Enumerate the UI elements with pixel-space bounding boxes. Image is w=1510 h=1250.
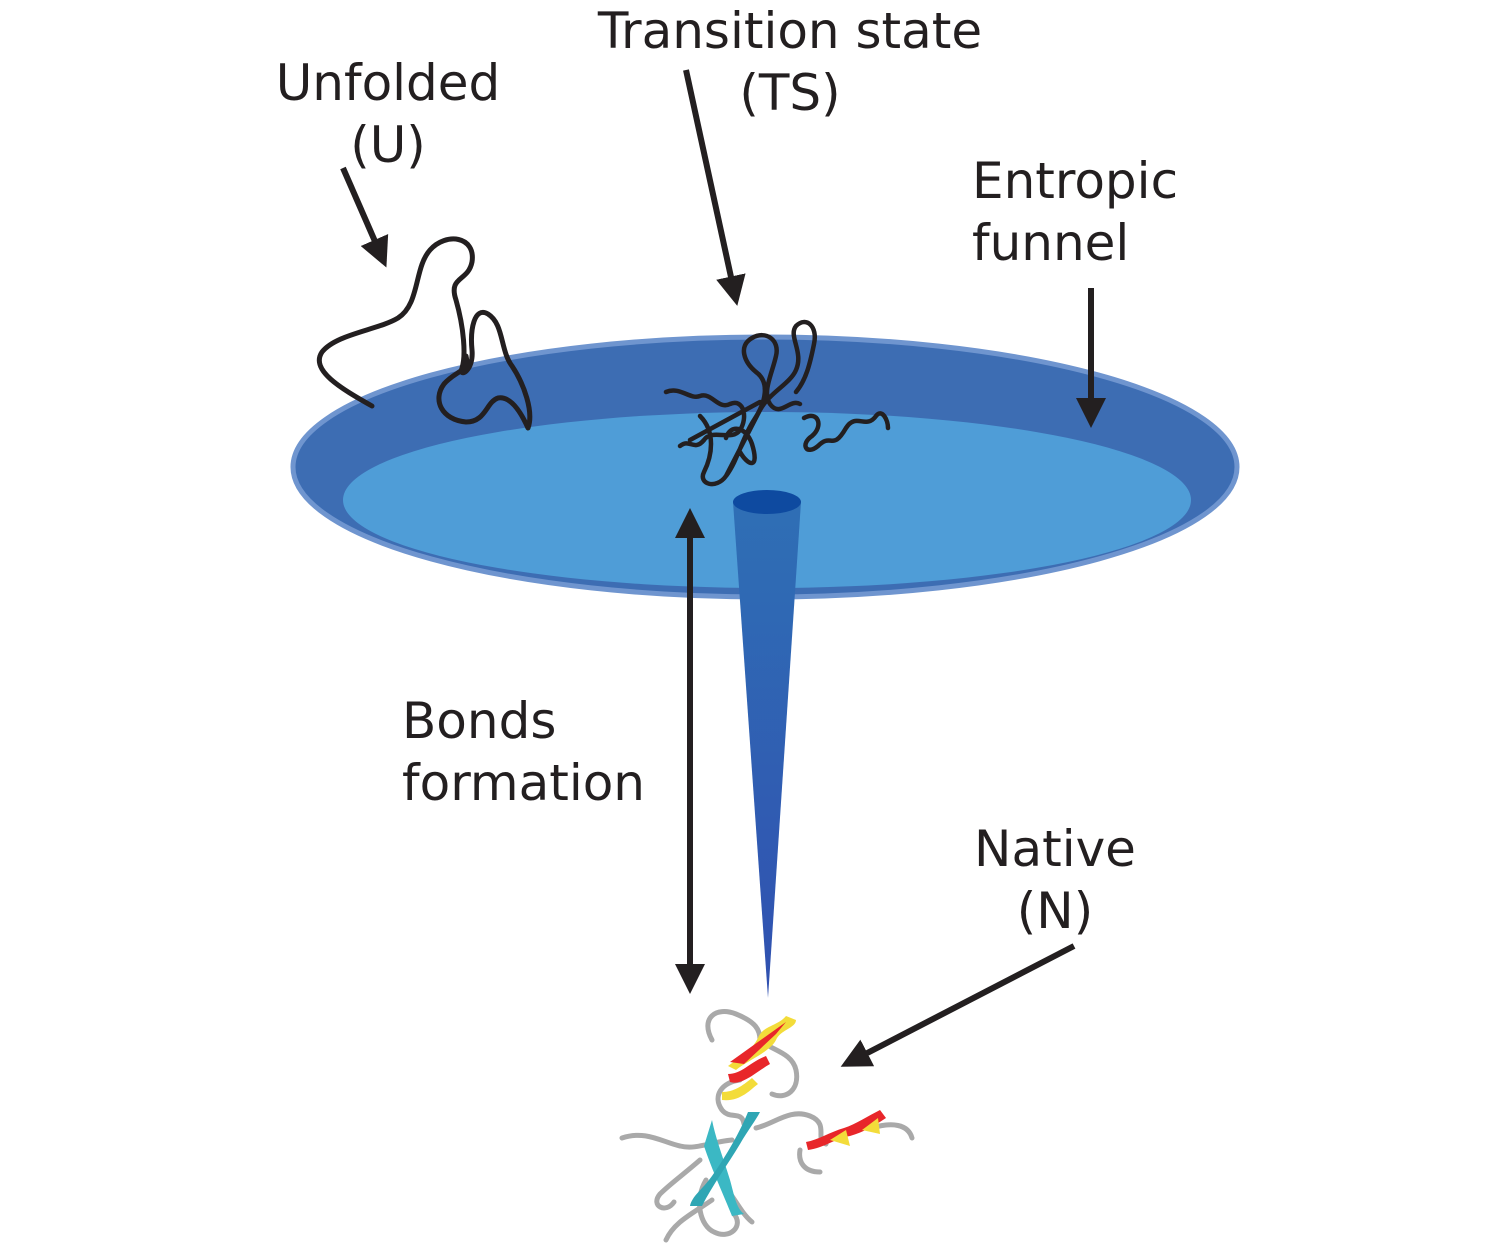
label-entropic-funnel-line1: Entropic [972, 152, 1179, 210]
label-bonds-formation-line1: Bonds [402, 692, 557, 750]
label-unfolded-line2: (U) [350, 116, 426, 174]
unfolded-chain [317, 236, 533, 431]
label-unfolded: Unfolded (U) [260, 52, 516, 176]
unfolded-arrow [340, 166, 389, 268]
label-unfolded-line1: Unfolded [275, 54, 501, 112]
label-transition-state-line1: Transition state [597, 2, 983, 60]
label-native-line2: (N) [1016, 882, 1094, 940]
native-arrow [840, 943, 1076, 1067]
transition-state-arrow [683, 69, 746, 306]
label-transition-state-line2: (TS) [739, 64, 841, 122]
native-protein-structure [619, 1009, 915, 1243]
label-native-line1: Native [974, 820, 1136, 878]
transition-state-tangle [663, 319, 891, 487]
funnel-cone [733, 490, 801, 998]
label-entropic-funnel-line2: funnel [972, 214, 1130, 272]
label-bonds-formation-line2: formation [402, 754, 645, 812]
label-transition-state: Transition state (TS) [570, 0, 1010, 124]
label-native: Native (N) [960, 818, 1150, 942]
label-bonds-formation: Bonds formation [402, 690, 682, 814]
label-entropic-funnel: Entropic funnel [972, 150, 1232, 274]
